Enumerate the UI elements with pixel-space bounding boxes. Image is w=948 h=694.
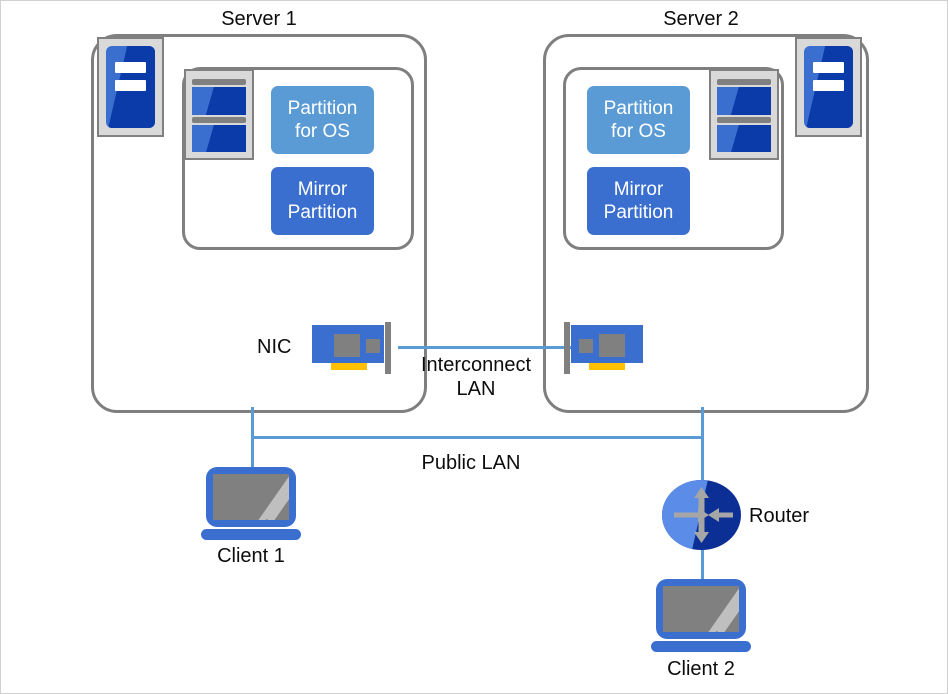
- disk-platter-1: [716, 87, 772, 115]
- laptop-lid: [656, 579, 746, 639]
- client-1-label: Client 1: [217, 545, 285, 567]
- nic-chip-large: [599, 334, 625, 357]
- server-1-nic-icon[interactable]: [312, 322, 398, 374]
- server-tower-slot-2: [812, 80, 845, 92]
- server-2-partition-mirror[interactable]: Mirror Partition: [587, 167, 690, 235]
- server-1-partition-mirror[interactable]: Mirror Partition: [271, 167, 374, 235]
- nic-connector: [589, 363, 625, 370]
- server-2-partition-os[interactable]: Partition for OS: [587, 86, 690, 154]
- nic-bracket: [564, 322, 570, 374]
- interconnect-lan-link: [398, 346, 573, 349]
- router-icon[interactable]: [662, 480, 741, 550]
- interconnect-lan-label-line-2: LAN: [456, 378, 496, 400]
- partition-mirror-line-1: Mirror: [613, 179, 664, 200]
- client-2-label: Client 2: [667, 658, 735, 680]
- public-lan-drop-server-2: [701, 407, 704, 480]
- partition-mirror-line-2: Partition: [603, 202, 674, 223]
- partition-mirror-line-2: Partition: [287, 202, 358, 223]
- server-1-title: Server 1: [221, 8, 297, 30]
- disk-bar-2: [716, 117, 772, 123]
- client-2-laptop-icon[interactable]: [651, 579, 751, 654]
- public-lan-label: Public LAN: [421, 452, 521, 474]
- server-2-tower-icon: [795, 37, 862, 137]
- server-2-title: Server 2: [663, 8, 739, 30]
- public-lan-bus: [251, 436, 704, 439]
- interconnect-lan-label-line-1: Interconnect: [420, 354, 532, 376]
- laptop-base: [201, 529, 301, 540]
- partition-mirror-line-1: Mirror: [297, 179, 348, 200]
- server-tower-slot-2: [114, 80, 147, 92]
- server-2-disk-array-icon: [709, 69, 779, 160]
- nic-chip-small: [366, 339, 380, 353]
- server-2-nic-icon[interactable]: [557, 322, 643, 374]
- server-1-tower-icon: [97, 37, 164, 137]
- partition-os-line-1: Partition: [287, 98, 358, 119]
- router-arrows-icon: [674, 487, 733, 543]
- nic-chip-large: [334, 334, 360, 357]
- router-label: Router: [749, 505, 810, 527]
- laptop-screen: [213, 474, 289, 520]
- server-tower-slot-1: [114, 62, 147, 74]
- nic-chip-small: [579, 339, 593, 353]
- laptop-lid: [206, 467, 296, 527]
- laptop-screen: [663, 586, 739, 632]
- router-to-client-2-link: [701, 549, 704, 582]
- laptop-base: [651, 641, 751, 652]
- disk-bar-2: [191, 117, 247, 123]
- server-tower-slot-1: [812, 62, 845, 74]
- server-2-storage-group: [563, 67, 784, 250]
- disk-bar-1: [716, 79, 772, 85]
- server-1-storage-group: [182, 67, 414, 250]
- server-1-boundary: [91, 34, 427, 413]
- disk-platter-2: [191, 125, 247, 152]
- partition-os-line-1: Partition: [603, 98, 674, 119]
- nic-bracket: [385, 322, 391, 374]
- server-1-disk-array-icon: [184, 69, 254, 160]
- disk-bar-1: [191, 79, 247, 85]
- server-2-boundary: [543, 34, 869, 413]
- disk-platter-1: [191, 87, 247, 115]
- server-tower-body: [804, 46, 853, 128]
- server-tower-body: [106, 46, 155, 128]
- server-1-partition-os[interactable]: Partition for OS: [271, 86, 374, 154]
- partition-os-line-2: for OS: [295, 121, 350, 142]
- nic-label: NIC: [257, 336, 292, 358]
- disk-platter-2: [716, 125, 772, 152]
- partition-os-line-2: for OS: [611, 121, 666, 142]
- nic-connector: [331, 363, 367, 370]
- client-1-laptop-icon[interactable]: [201, 467, 301, 542]
